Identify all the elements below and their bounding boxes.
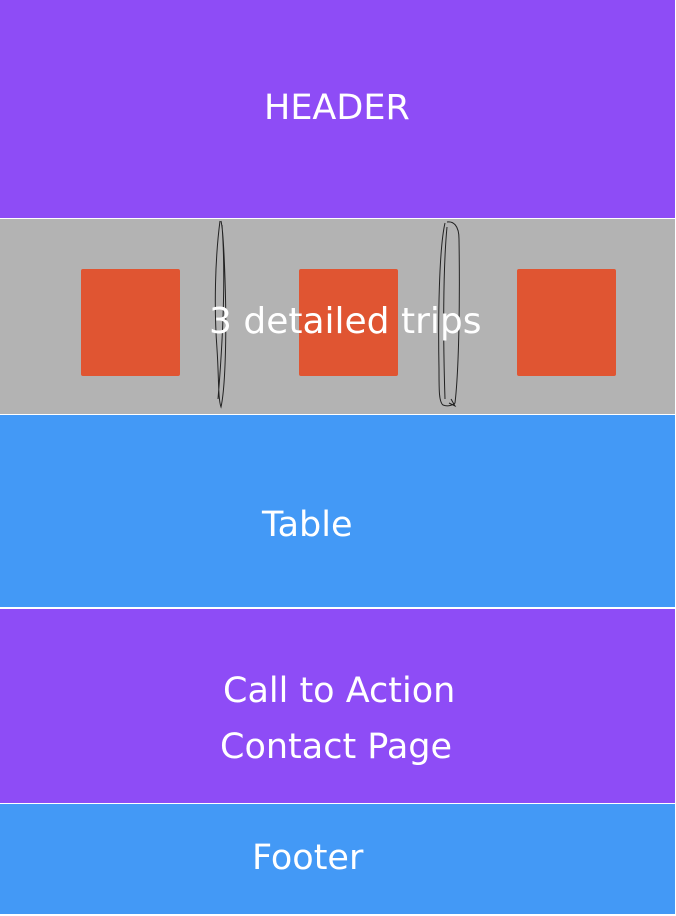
table-label: Table — [262, 505, 353, 545]
header-section: HEADER — [0, 0, 675, 218]
sketch-divider-right — [438, 221, 460, 408]
trip-card — [81, 269, 180, 376]
footer-label: Footer — [252, 838, 364, 878]
trip-card — [517, 269, 616, 376]
cta-label-line2: Contact Page — [220, 727, 453, 767]
footer-section: Footer — [0, 804, 675, 914]
table-section: Table — [0, 415, 675, 607]
call-to-action-section: Call to Action Contact Page — [0, 609, 675, 803]
header-label: HEADER — [264, 88, 410, 128]
trips-section: 3 detailed trips — [0, 219, 675, 414]
trip-card — [299, 269, 398, 376]
cta-label-line1: Call to Action — [223, 671, 456, 711]
sketch-divider-left — [214, 220, 227, 409]
trips-label: 3 detailed trips — [209, 301, 482, 342]
